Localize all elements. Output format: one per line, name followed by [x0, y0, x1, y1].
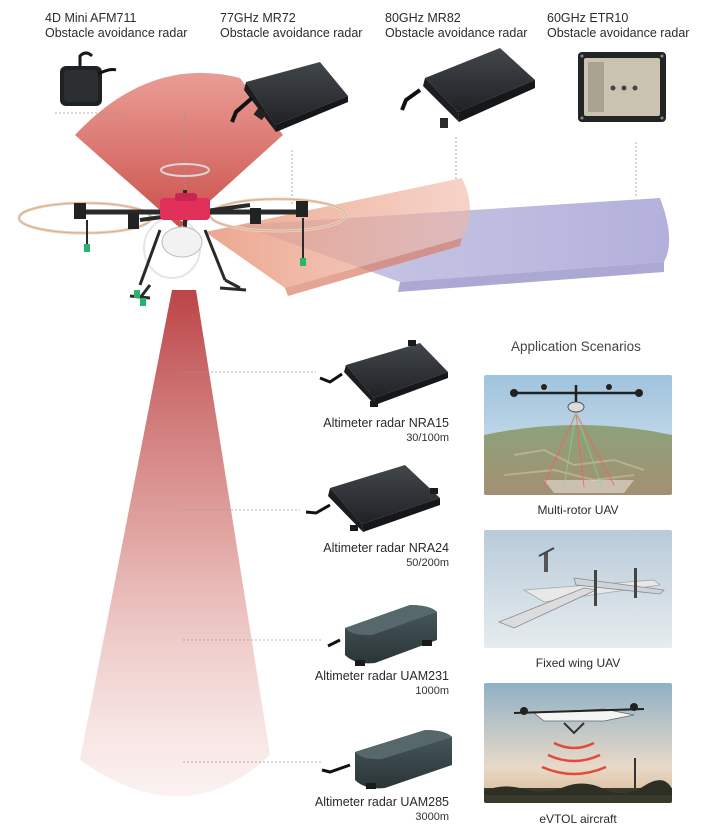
nra24-label: Altimeter radar NRA24 50/200m: [323, 541, 449, 570]
etr10-device: [578, 52, 666, 122]
mr72-label: 77GHz MR72 Obstacle avoidance radar: [220, 11, 362, 41]
altimeter-beam: [80, 290, 270, 797]
afm711-device: [60, 51, 117, 106]
afm711-type: Obstacle avoidance radar: [45, 26, 188, 40]
fixedwing-photo: [484, 530, 672, 648]
multirotor-photo: [484, 375, 672, 495]
nra15-device: [319, 340, 448, 407]
uam231-label: Altimeter radar UAM231 1000m: [315, 669, 449, 698]
uam285-range: 3000m: [415, 811, 449, 823]
etr10-type: Obstacle avoidance radar: [547, 26, 690, 40]
mr72-type: Obstacle avoidance radar: [220, 26, 363, 40]
uam231-range: 1000m: [415, 685, 449, 697]
scenarios-title: Application Scenarios: [511, 339, 641, 354]
afm711-label: 4D Mini AFM711 Obstacle avoidance radar: [45, 11, 187, 41]
uam285-device: [321, 730, 452, 789]
evtol-photo: [484, 683, 672, 803]
etr10-model: 60GHz ETR10: [547, 11, 629, 25]
etr10-label: 60GHz ETR10 Obstacle avoidance radar: [547, 11, 689, 41]
mr72-model: 77GHz MR72: [220, 11, 296, 25]
multirotor-caption: Multi-rotor UAV: [537, 503, 619, 517]
uam231-model: Altimeter radar UAM231: [314, 669, 449, 683]
uam285-label: Altimeter radar UAM285 3000m: [315, 795, 449, 824]
drone: [17, 163, 348, 306]
nra24-range: 50/200m: [406, 557, 449, 569]
mr82-label: 80GHz MR82 Obstacle avoidance radar: [385, 11, 527, 41]
nra24-device: [305, 465, 440, 532]
mr82-model: 80GHz MR82: [385, 11, 461, 25]
nra15-range: 30/100m: [406, 432, 449, 444]
uam231-device: [327, 605, 437, 666]
mr72-beam: [75, 72, 283, 228]
mr82-device: [400, 48, 535, 128]
mr72-device: [230, 62, 348, 132]
nra15-label: Altimeter radar NRA15 30/100m: [323, 416, 449, 445]
uam285-model: Altimeter radar UAM285: [314, 795, 449, 809]
fixedwing-caption: Fixed wing UAV: [535, 656, 621, 670]
leader-lines: [55, 112, 637, 763]
mr82-beam: [205, 178, 470, 296]
mr82-type: Obstacle avoidance radar: [385, 26, 528, 40]
evtol-caption: eVTOL aircraft: [539, 812, 617, 826]
nra24-model: Altimeter radar NRA24: [323, 541, 449, 555]
nra15-model: Altimeter radar NRA15: [323, 416, 449, 430]
afm711-model: 4D Mini AFM711: [45, 11, 137, 25]
